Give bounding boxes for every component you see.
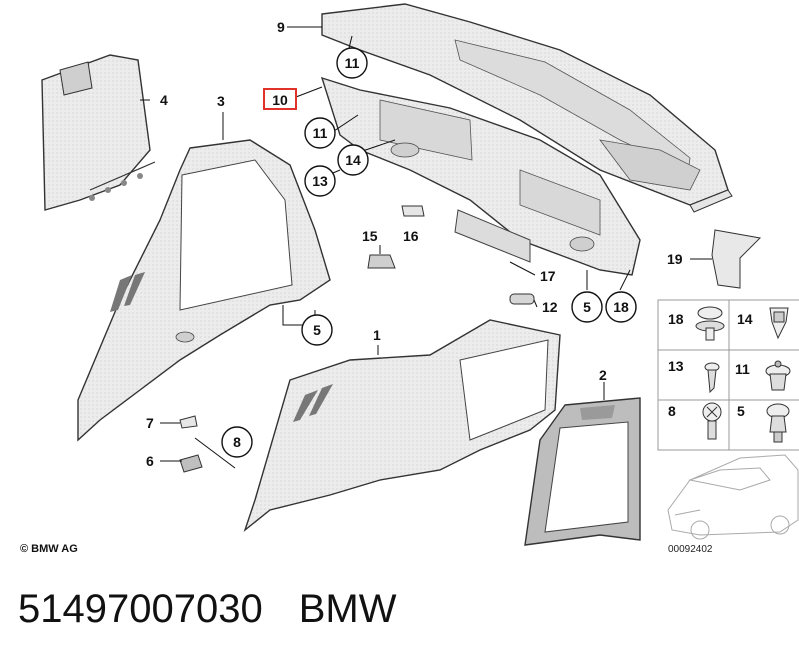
callout-1: 1 — [373, 327, 381, 343]
svg-text:5: 5 — [583, 299, 591, 315]
part-12-clip — [509, 293, 535, 305]
callout-12: 12 — [542, 299, 558, 315]
circled-callout-5a: 5 — [301, 314, 333, 346]
callout-16: 16 — [403, 228, 419, 244]
highlight-box — [263, 88, 297, 110]
copyright-label: © BMW AG — [20, 543, 78, 555]
fastener-11-icon — [765, 360, 791, 391]
callout-3: 3 — [217, 93, 225, 109]
fastener-5-label: 5 — [737, 403, 745, 419]
callout-10-highlighted[interactable]: 10 — [263, 88, 297, 110]
callout-10: 10 — [272, 92, 288, 108]
part-number: 51497007030 — [18, 587, 263, 631]
callout-17: 17 — [540, 268, 556, 284]
svg-text:14: 14 — [345, 152, 361, 168]
footer: 51497007030 BMW — [18, 584, 788, 644]
part-2-net-panel — [524, 397, 641, 546]
fastener-18-label: 18 — [668, 311, 684, 327]
part-16-clip — [401, 205, 425, 217]
drawing-number: 00092402 — [668, 544, 713, 555]
fastener-13-icon — [704, 362, 720, 394]
callout-4: 4 — [160, 92, 168, 108]
svg-text:18: 18 — [613, 299, 629, 315]
part-19-bracket — [711, 229, 762, 289]
fastener-14-icon — [769, 307, 789, 340]
fastener-18-icon — [695, 306, 725, 341]
part-10-lining — [320, 76, 641, 276]
part-6-clip — [179, 454, 203, 473]
svg-text:13: 13 — [312, 173, 328, 189]
leader-lines — [140, 26, 712, 469]
callout-15: 15 — [362, 228, 378, 244]
callout-6: 6 — [146, 453, 154, 469]
car-thumbnail — [667, 454, 799, 540]
svg-text:11: 11 — [313, 125, 328, 141]
fastener-8-label: 8 — [668, 403, 676, 419]
part-7-clip — [179, 415, 198, 429]
part-3-left-trim — [77, 139, 331, 442]
fastener-14-label: 14 — [737, 311, 753, 327]
brand-name: BMW — [298, 587, 397, 631]
part-4-cover — [41, 54, 156, 211]
circled-callout-14: 14 — [337, 144, 369, 176]
part-17-strip — [454, 209, 531, 263]
part-1-right-trim — [243, 319, 561, 533]
circled-callout-11b: 11 — [304, 117, 336, 149]
svg-text:5: 5 — [313, 322, 321, 338]
svg-text:11: 11 — [345, 55, 360, 71]
callout-19: 19 — [667, 251, 683, 267]
fastener-8-icon — [702, 402, 722, 440]
part-9-parcel-shelf — [321, 3, 733, 213]
callout-2: 2 — [599, 367, 607, 383]
fastener-5-icon — [766, 403, 790, 443]
circled-callout-18: 18 — [605, 291, 637, 323]
fastener-11-label: 11 — [735, 361, 750, 377]
fastener-13-label: 13 — [668, 358, 684, 374]
circled-callout-11a: 11 — [336, 47, 368, 79]
callout-7: 7 — [146, 415, 154, 431]
circled-callout-5b: 5 — [571, 291, 603, 323]
circled-callout-13: 13 — [304, 165, 336, 197]
fastener-legend: 18 14 13 11 8 5 — [657, 299, 799, 451]
callout-9: 9 — [277, 19, 285, 35]
part-15-clip — [367, 254, 396, 269]
circled-callout-8: 8 — [221, 426, 253, 458]
svg-text:8: 8 — [233, 434, 241, 450]
